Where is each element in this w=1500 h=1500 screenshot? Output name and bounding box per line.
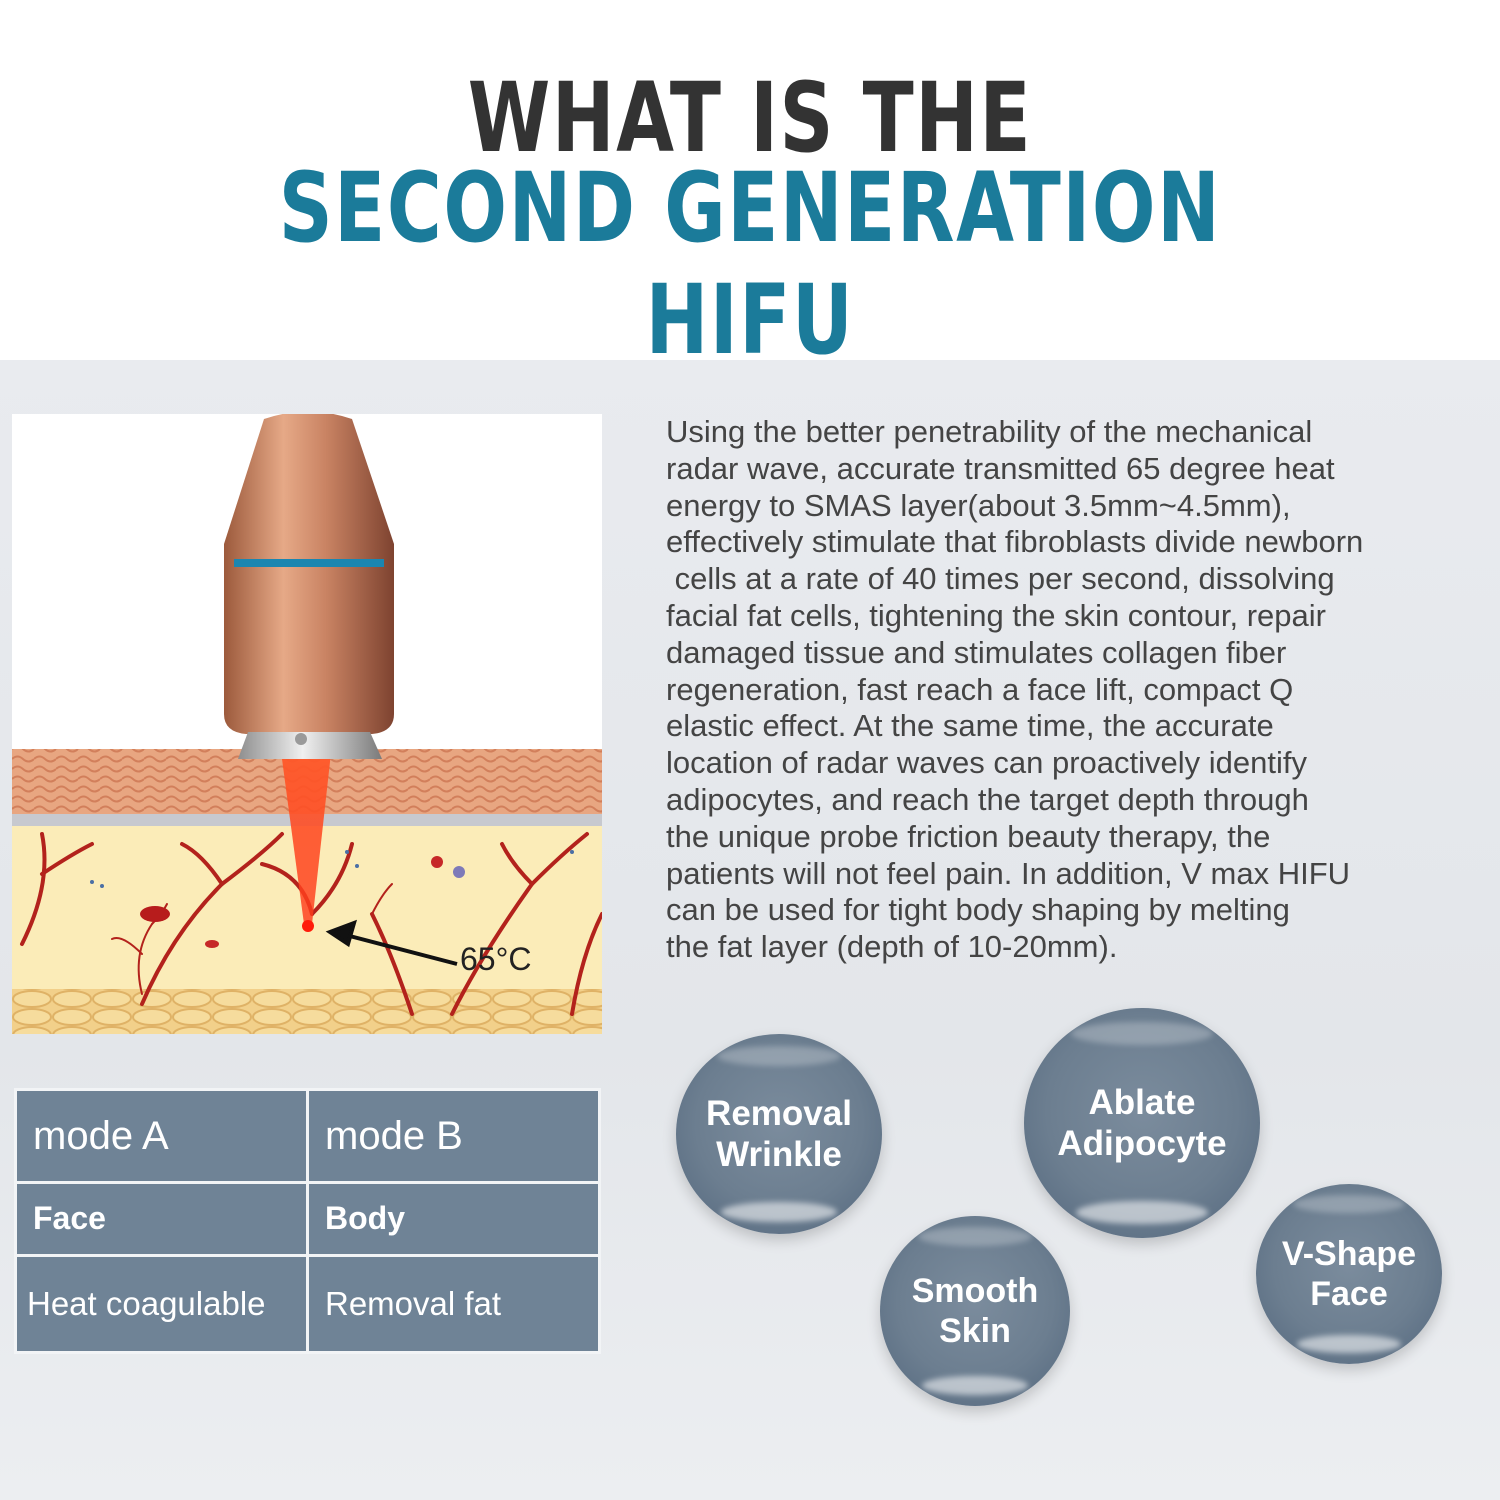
title-line-2: SECOND GENERATION HIFU (278, 152, 1222, 376)
title-line-1: WHAT IS THE (467, 62, 1033, 174)
benefit-label: V-Shape Face (1281, 1234, 1417, 1313)
mode-a-target: Face (14, 1181, 309, 1257)
benefit-bubble-smooth-skin: Smooth Skin (880, 1216, 1070, 1406)
table-row: mode A mode B (14, 1087, 601, 1185)
benefit-bubble-removal-wrinkle: Removal Wrinkle (676, 1034, 882, 1234)
benefit-bubble-ablate-adipocyte: Ablate Adipocyte (1024, 1008, 1260, 1238)
temperature-label: 65°C (460, 941, 532, 977)
benefit-label: Smooth Skin (911, 1271, 1039, 1350)
skin-layers-diagram: 65°C (12, 414, 602, 1034)
mode-a-header: mode A (14, 1087, 309, 1185)
hifu-probe-illustration: 65°C (12, 414, 602, 1034)
benefit-label: Removal Wrinkle (706, 1093, 852, 1174)
mode-a-effect: Heat coagulable (14, 1253, 309, 1355)
benefit-label: Ablate Adipocyte (1057, 1082, 1227, 1163)
mode-b-target: Body (306, 1181, 601, 1257)
description-text: Using the better penetrability of the me… (666, 414, 1364, 965)
header: WHAT IS THE SECOND GENERATION HIFU (0, 0, 1500, 376)
mode-table: mode A mode B Face Body Heat coagulable … (14, 1087, 601, 1355)
table-row: Face Body (14, 1181, 601, 1257)
table-row: Heat coagulable Removal fat (14, 1253, 601, 1355)
mode-b-header: mode B (306, 1087, 601, 1185)
benefit-bubble-v-shape-face: V-Shape Face (1256, 1184, 1442, 1364)
mode-b-effect: Removal fat (306, 1253, 601, 1355)
